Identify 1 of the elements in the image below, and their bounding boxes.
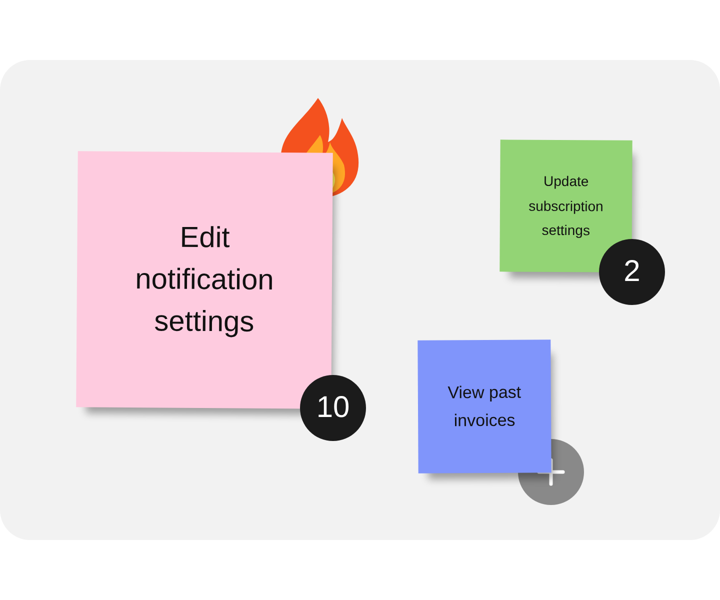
sticky-note: View past invoices	[418, 340, 552, 474]
